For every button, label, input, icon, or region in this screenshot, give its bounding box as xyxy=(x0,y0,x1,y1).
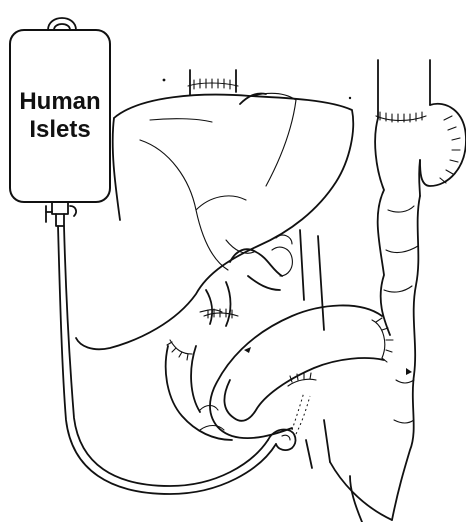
bag-label-line-1: Human xyxy=(10,87,110,117)
colon-top-sutures xyxy=(376,112,460,183)
liver xyxy=(76,93,353,349)
bag-label-line-2: Islets xyxy=(10,115,110,145)
vascular-anastomosis-sutures xyxy=(167,309,393,386)
bowel-loop xyxy=(166,305,384,440)
stray-dot xyxy=(349,97,351,99)
colon xyxy=(330,60,466,522)
stray-dot xyxy=(163,79,166,82)
